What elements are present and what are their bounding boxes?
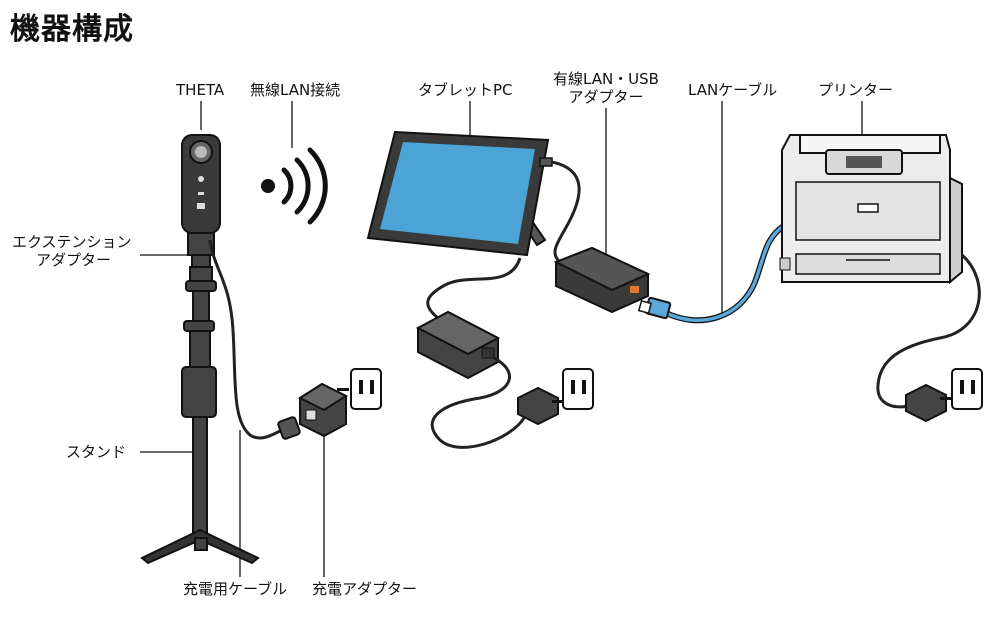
tablet-ac-plug	[517, 386, 564, 426]
lan-cable	[662, 222, 787, 324]
label-printer: プリンター	[818, 81, 894, 99]
label-adapter-line2: アダプター	[568, 88, 644, 106]
label-charge-cable: 充電用ケーブル	[183, 580, 288, 598]
label-tablet: タブレットPC	[418, 81, 513, 99]
charge-adapter	[297, 382, 349, 438]
label-charge-adapter: 充電アダプター	[312, 580, 418, 598]
label-adapter-line1: 有線LAN・USB	[553, 70, 659, 88]
label-stand: スタンド	[66, 443, 127, 461]
label-lan-cable: LANケーブル	[688, 81, 778, 99]
page-title: 機器構成	[10, 12, 134, 47]
rj45-plug	[637, 296, 672, 320]
label-extension: エクステンション アダプター	[12, 233, 132, 269]
label-wireless: 無線LAN接続	[250, 81, 341, 99]
lan-usb-adapter	[553, 246, 651, 314]
charge-cable	[208, 239, 287, 440]
tablet-ac-cord	[430, 356, 526, 449]
tablet-power-cable	[426, 257, 522, 320]
outlet-1	[350, 368, 382, 410]
outlet-2	[562, 368, 594, 410]
theta-camera	[181, 134, 221, 234]
label-theta: THETA	[176, 81, 225, 99]
stand	[140, 266, 260, 565]
printer	[779, 134, 963, 285]
leader-lines	[140, 101, 863, 577]
wifi-icon	[261, 147, 328, 225]
label-adapter: 有線LAN・USB アダプター	[544, 70, 668, 106]
outlet-3	[951, 368, 983, 410]
usb-plug	[277, 416, 301, 440]
label-extension-line1: エクステンション	[12, 233, 132, 251]
printer-power-cord	[876, 253, 981, 409]
label-extension-line2: アダプター	[36, 251, 112, 269]
extension-adapter	[187, 232, 215, 268]
tablet-power-adapter	[415, 310, 501, 380]
usb-cable	[551, 160, 581, 264]
printer-ac-plug	[905, 383, 952, 423]
tablet-pc	[366, 130, 553, 257]
